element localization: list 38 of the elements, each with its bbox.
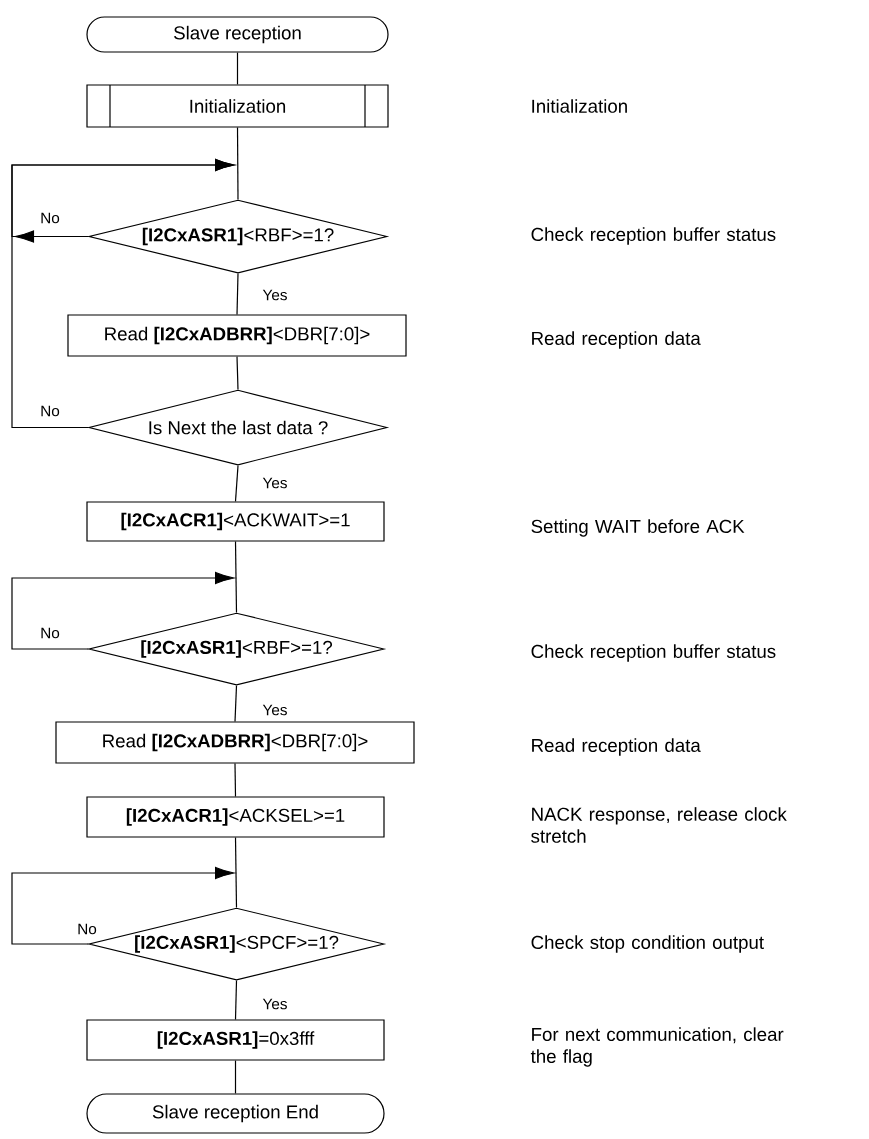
- process-box: Read [I2CxADBRR]<DBR[7:0]>: [67, 314, 407, 357]
- step-note: Check stop condition output: [531, 935, 764, 953]
- step-note: Check reception buffer status: [531, 644, 776, 662]
- connector-line: [236, 127, 239, 200]
- edge-label: Yes: [261, 288, 289, 302]
- step-note: NACK response, release clock stretch: [531, 807, 787, 843]
- edge-label: Yes: [261, 703, 289, 717]
- edge-label: No: [38, 404, 62, 418]
- edge-label: Yes: [261, 476, 289, 490]
- step-note: Initialization: [532, 99, 627, 113]
- connector-line: [234, 763, 237, 797]
- connector-line: [234, 541, 238, 613]
- terminal-box: Slave reception End: [86, 1093, 385, 1134]
- process-box: [I2CxASR1]=0x3fff: [86, 1019, 385, 1061]
- process-box: [I2CxACR1]<ACKWAIT>=1: [86, 501, 385, 542]
- edge-label: No: [38, 211, 62, 225]
- arrow: [11, 571, 235, 650]
- connector-line: [236, 356, 239, 390]
- predefined-process-box: Initialization: [86, 84, 389, 128]
- connector-line: [234, 980, 238, 1020]
- connector-line: [234, 465, 239, 502]
- arrow: [11, 158, 235, 429]
- step-note: Read reception data: [532, 738, 701, 756]
- step-note: Setting WAIT before ACK: [531, 519, 745, 537]
- edge-label: Yes: [261, 997, 289, 1011]
- connector-line: [236, 52, 239, 85]
- step-note: For next communication, clear the flag: [530, 1027, 784, 1067]
- connector-line: [234, 1060, 237, 1094]
- connector-line: [234, 837, 238, 908]
- edge-label: No: [38, 626, 62, 640]
- arrow: [11, 866, 235, 945]
- connector-line: [234, 685, 238, 722]
- step-note: Check reception buffer status: [531, 227, 776, 245]
- connector-line: [236, 273, 239, 315]
- process-box: Read [I2CxADBRR]<DBR[7:0]>: [55, 721, 415, 764]
- step-note: Read reception data: [532, 331, 701, 349]
- process-box: [I2CxACR1]<ACKSEL>=1: [86, 796, 385, 838]
- terminal-box: Slave reception: [86, 16, 389, 53]
